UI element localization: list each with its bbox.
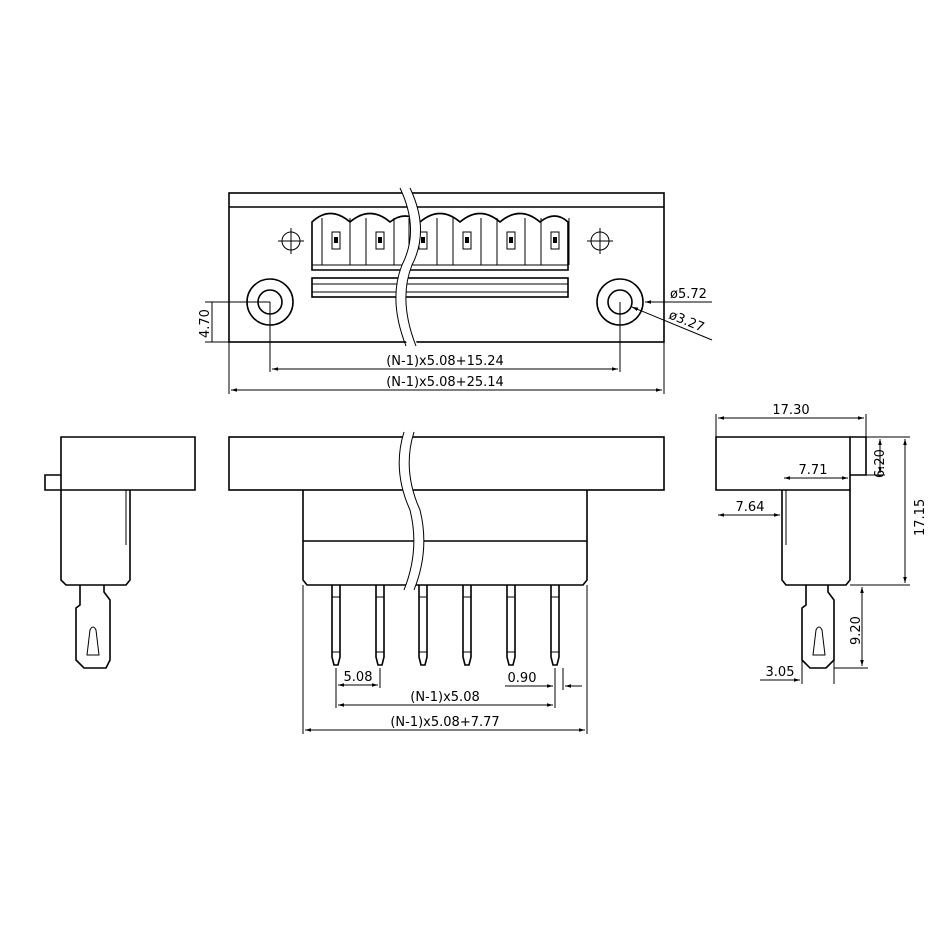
dim-inner-diameter: ø3.27 — [667, 308, 707, 336]
dim-pin-offset: 3.05 — [766, 665, 795, 680]
dim-depth: 17.30 — [772, 403, 809, 418]
pin — [331, 585, 341, 666]
terminal-block — [311, 212, 570, 271]
dim-pin-span: (N-1)x5.08 — [410, 690, 479, 705]
dim-body-width: (N-1)x5.08+7.77 — [390, 715, 499, 730]
dim-pin-pitch: 5.08 — [344, 670, 373, 685]
break-line — [395, 187, 411, 347]
front-body — [302, 490, 588, 586]
top-view-outline — [228, 192, 665, 343]
terminal-slot — [365, 218, 395, 265]
pin — [418, 585, 428, 666]
latch-bar — [311, 277, 569, 298]
dim-hole-height: 4.70 — [198, 309, 213, 338]
dim-body-height: 17.15 — [913, 499, 928, 536]
pin — [375, 585, 385, 666]
left-side-view — [44, 436, 196, 669]
terminal-slot — [452, 218, 482, 265]
dim-pin-length: 9.20 — [849, 616, 864, 645]
front-view: 5.08 0.90 (N-1)x5.08 (N-1)x5.08+7.77 — [228, 431, 665, 734]
mounting-cross-right-icon — [587, 228, 613, 254]
pin — [550, 585, 560, 666]
dim-offset: 7.64 — [736, 500, 765, 515]
mounting-cross-left-icon — [278, 228, 304, 254]
right-side-view: 17.30 6.20 17.15 7.71 7.64 9.20 3.05 — [715, 403, 928, 684]
top-view: 4.70 (N-1)x5.08+15.24 (N-1)x5.08+25.14 ø… — [198, 187, 713, 394]
pin — [462, 585, 472, 666]
terminal-slot — [321, 218, 351, 265]
dim-total-width: (N-1)x5.08+25.14 — [386, 375, 504, 390]
terminal-slot — [540, 218, 570, 265]
dim-flange-height: 6.20 — [873, 449, 888, 478]
break-line — [398, 431, 415, 591]
dim-outer-diameter: ø5.72 — [670, 287, 707, 302]
terminal-slot — [496, 218, 526, 265]
pin — [506, 585, 516, 666]
dim-pin-width: 0.90 — [508, 671, 537, 686]
front-flange — [228, 436, 665, 491]
dim-hole-pitch: (N-1)x5.08+15.24 — [386, 354, 504, 369]
dim-body-depth: 7.71 — [799, 463, 828, 478]
